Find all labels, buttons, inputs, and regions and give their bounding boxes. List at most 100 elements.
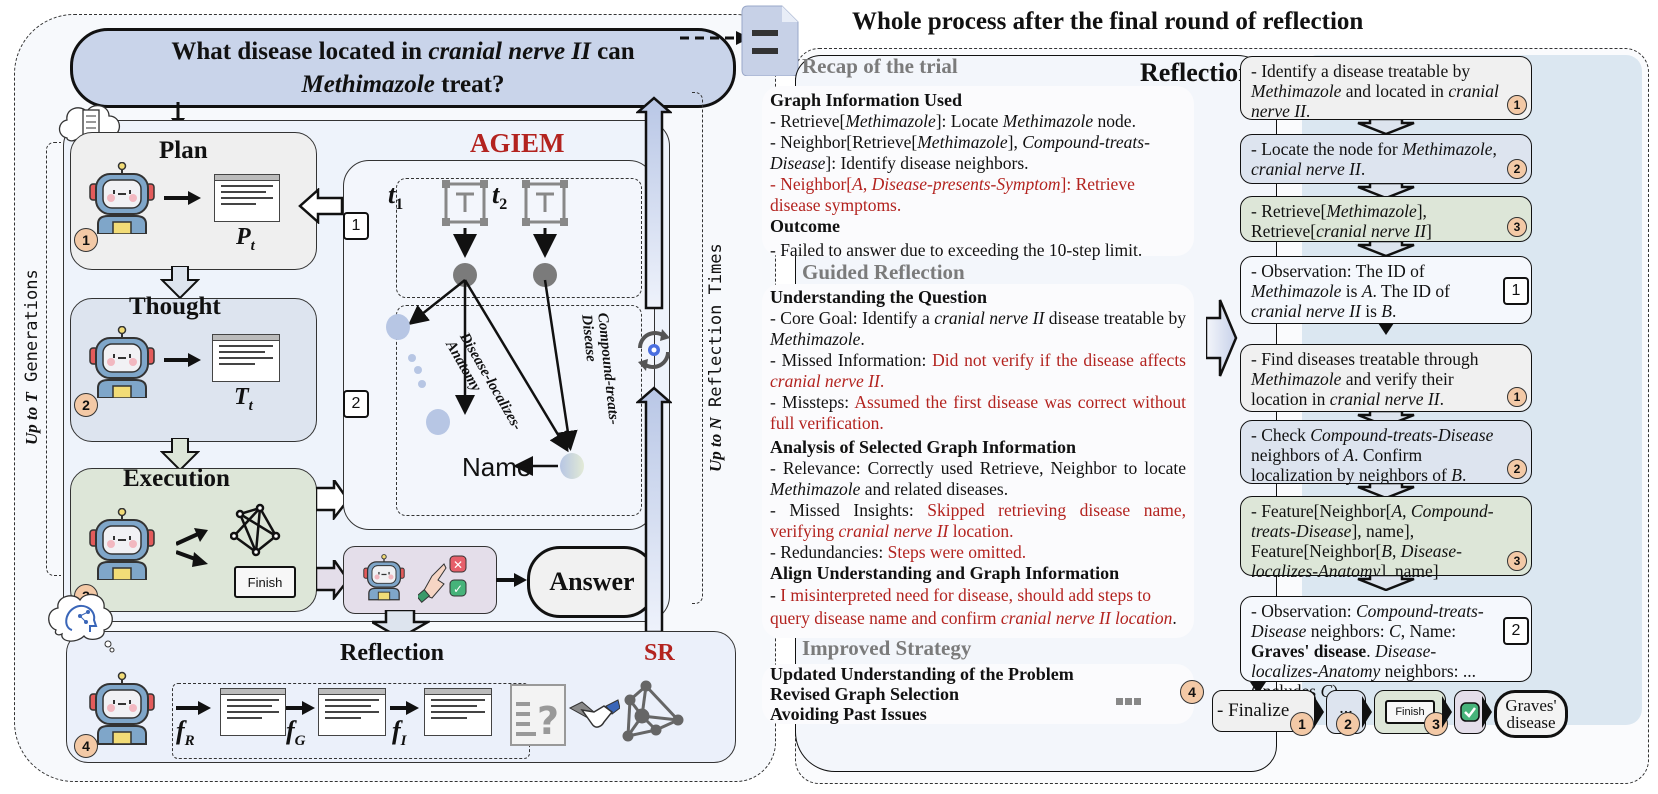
step-text: - Observation: Compound-treats-Disease n… (1251, 601, 1484, 701)
right-arrow (176, 701, 211, 715)
t1-label: t1 (388, 180, 403, 214)
reflection-times-label: Up to N Reflection Times (706, 243, 726, 472)
missed-info-text: Did not verify if the disease affects (932, 350, 1186, 370)
missed-insights-entity: cranial nerve II (838, 521, 949, 541)
step-text: - Find diseases treatable through Methim… (1251, 349, 1479, 409)
reflection-badge: 4 (74, 734, 98, 758)
generations-suffix: Generations (22, 269, 42, 393)
svg-text:✓: ✓ (453, 582, 463, 596)
answer-node: Answer (527, 546, 657, 618)
step-obs: - Observation: Compound-treats-Disease n… (1240, 596, 1532, 701)
thought-output-label: Tt (234, 384, 253, 415)
question-text-2: can (590, 38, 635, 65)
fi-sub: I (400, 733, 407, 750)
missed-info-entity: cranial nerve II (770, 371, 880, 391)
step-down-arrow (1356, 181, 1416, 204)
plan-title: Plan (159, 137, 208, 164)
generations-var: T (22, 392, 41, 403)
step-badge: 2 (1507, 459, 1527, 479)
step-observation-badge: 1 (1503, 277, 1529, 305)
reflection-times-bracket (692, 92, 703, 604)
handshake-icon (568, 699, 620, 728)
step-badge: 2 (1507, 159, 1527, 179)
recap-item-text: ]: Locate (935, 111, 1003, 131)
function-label-fi: fI (392, 716, 407, 750)
recap-item-text: ], (1007, 132, 1023, 152)
thought-title: Thought (129, 293, 221, 320)
question-entity-1: cranial nerve II (428, 38, 591, 65)
step-observation-badge: 2 (1503, 617, 1529, 645)
self-reflection-panel (66, 631, 736, 763)
plan-output-var: P (236, 224, 251, 250)
robot-icon (84, 670, 160, 746)
graph-info-header: Graph Information Used (770, 90, 963, 110)
robot-icon (360, 552, 408, 602)
robot-icon (84, 162, 160, 234)
missteps-text: Assumed the first disease was correct wi… (770, 392, 1186, 433)
recap-card: Graph Information Used - Retrieve[Methim… (762, 86, 1194, 260)
align-text: - I misinterpreted need for disease, sho… (770, 584, 1186, 630)
thought-output-var: T (234, 384, 249, 410)
graph-step-badge-2: 2 (343, 390, 369, 418)
step-badge: 1 (1507, 387, 1527, 407)
relevance: - Relevance: Correctly used Retrieve, Ne… (770, 458, 1186, 500)
core-goal-entity: Methimazole (770, 329, 861, 349)
fg-f: f (286, 716, 295, 745)
plan-badge: 1 (74, 228, 98, 252)
redundancies-text: Steps were omitted. (887, 542, 1027, 562)
execution-to-judge-arrow (316, 560, 350, 600)
missed-info-end: . (879, 371, 885, 391)
guided-reflection-card: Understanding the Question - Core Goal: … (762, 284, 1194, 638)
question-text-3: treat? (434, 71, 505, 98)
reflection-times-prefix: Up to (706, 429, 725, 472)
improved-strategy-card: Updated Understanding of the Problem Rev… (762, 664, 1194, 724)
improved-badge: 4 (1180, 680, 1204, 704)
question-document-icon: ? (510, 684, 566, 746)
t1-sub: 1 (395, 196, 404, 214)
finish-label: Finish (1395, 706, 1425, 718)
down-arrow (1250, 682, 1266, 694)
fr-sub: R (184, 733, 195, 750)
missed-insights: - Missed Insights: Skipped retrieving di… (770, 500, 1186, 542)
step-text: - Identify a disease treatable by Methim… (1251, 61, 1499, 121)
step-text: - Observation: The ID of Methimazole is … (1251, 261, 1450, 321)
step-obs: - Observation: The ID of Methimazole is … (1240, 256, 1532, 324)
improved-item: Avoiding Past Issues (770, 704, 927, 724)
step-badge: 3 (1507, 551, 1527, 571)
finish-button[interactable]: Finish (234, 566, 296, 598)
step-down-arrow (1356, 117, 1416, 140)
redundancies-label: - Redundancies: (770, 542, 888, 562)
recap-item-entity: Compound-treats-Disease (770, 132, 1150, 173)
recap-item-entity: Methimazole (1002, 111, 1094, 131)
chevron-right-icon (1442, 696, 1452, 728)
step-badge: 1 (1507, 95, 1527, 115)
reflection-times-var: N (706, 417, 725, 430)
core-goal-text: disease treatable by (1044, 308, 1186, 328)
name-label: Name (462, 452, 532, 482)
fi-f: f (392, 716, 401, 745)
missteps: - Missteps: Assumed the first disease wa… (770, 392, 1186, 434)
arrow-to-finish (176, 550, 208, 567)
missed-insights-text: Skipped retrieving disease name, verifyi… (770, 500, 1186, 541)
summary-title: Whole process after the final round of r… (852, 8, 1364, 35)
recap-item-entity: Methimazole (917, 132, 1008, 152)
align-dash: - (770, 585, 781, 605)
understanding-header: Understanding the Question (770, 287, 988, 307)
align-red-entity: cranial nerve II location (1000, 608, 1173, 628)
outcome-text: - Failed to answer due to exceeding the … (770, 240, 1143, 260)
function-label-fg: fG (286, 716, 306, 750)
round-separator-arrow (1378, 323, 1394, 342)
plan-to-thought-arrow (160, 266, 200, 300)
step-text: - Locate the node for Methimazole, crani… (1251, 139, 1497, 179)
judge-to-reflection-arrow (372, 610, 430, 640)
right-arrow (286, 701, 315, 715)
final-answer-node: Graves' disease (1494, 690, 1568, 738)
neighbor-step-box (396, 305, 642, 516)
missed-info-label: - Missed Information: (770, 350, 933, 370)
step-text: - Retrieve[Methimazole], Retrieve[crania… (1251, 201, 1432, 241)
ellipsis-icon (1116, 698, 1141, 705)
chevron-right-icon (1314, 696, 1324, 728)
thought-document-icon (212, 334, 280, 382)
retrieve-step-box (396, 178, 642, 298)
recap-item-text: - Neighbor[Retrieve[ (770, 132, 918, 152)
